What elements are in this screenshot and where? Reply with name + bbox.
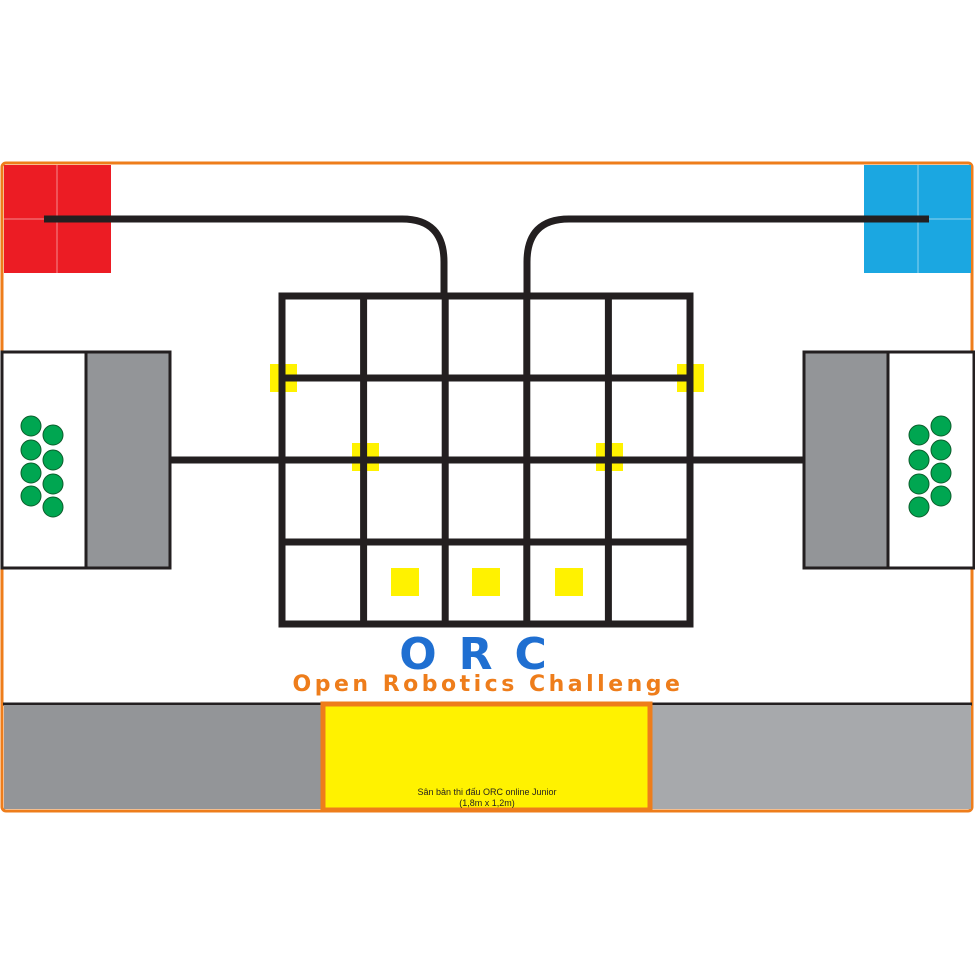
right-goal-area	[802, 350, 975, 570]
right-top-track	[523, 215, 929, 296]
caption-line-2: (1,8m x 1,2m)	[459, 798, 515, 808]
green-ball	[908, 449, 930, 471]
green-ball	[42, 449, 64, 471]
logo-subtitle: Open Robotics Challenge	[293, 672, 684, 697]
bottom-band	[3, 701, 972, 813]
green-ball	[42, 496, 64, 518]
yellow-marker	[391, 568, 419, 596]
green-ball	[42, 424, 64, 446]
right-ball-cluster	[908, 415, 952, 518]
green-ball	[908, 424, 930, 446]
yellow-base-zone	[320, 701, 653, 813]
green-ball	[930, 415, 952, 437]
logo-title: ORC	[399, 629, 569, 680]
green-ball	[930, 485, 952, 507]
green-ball	[20, 462, 42, 484]
yellow-marker	[472, 568, 500, 596]
yellow-marker	[555, 568, 583, 596]
green-ball	[930, 462, 952, 484]
green-ball	[908, 496, 930, 518]
center-grid	[278, 292, 694, 628]
left-top-track	[44, 215, 448, 296]
caption-line-1: Sân bản thi đấu ORC online Junior	[417, 787, 556, 797]
green-ball	[930, 439, 952, 461]
green-ball	[42, 473, 64, 495]
green-ball	[908, 473, 930, 495]
left-ball-cluster	[20, 415, 64, 518]
left-goal-area	[0, 350, 172, 570]
green-ball	[20, 415, 42, 437]
green-ball	[20, 439, 42, 461]
green-ball	[20, 485, 42, 507]
line-track	[44, 215, 929, 464]
